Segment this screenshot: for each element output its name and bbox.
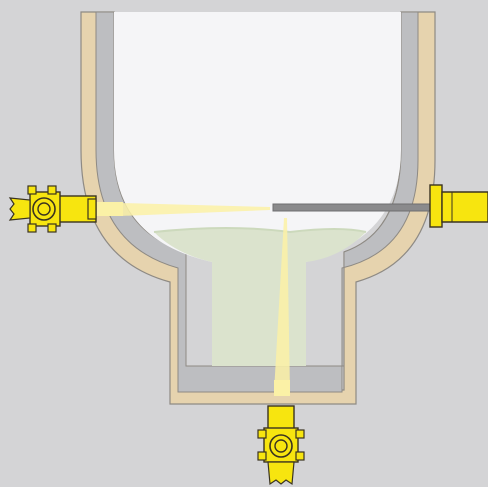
left-nozzle xyxy=(95,202,123,216)
bottom-sensor-ring-inner xyxy=(274,439,288,453)
bottom-sensor-nut-right-bottom xyxy=(295,451,305,461)
left-radiometric-sensor xyxy=(8,185,97,233)
bottom-sensor-nut-right-top xyxy=(295,429,305,439)
bottom-radiometric-sensor xyxy=(257,405,305,486)
left-sensor-beam xyxy=(120,203,270,216)
right-probe-rod xyxy=(272,203,434,212)
liquid-fill xyxy=(154,228,366,366)
left-sensor-cap xyxy=(87,198,97,220)
bottom-sensor-nut-left-top xyxy=(257,429,267,439)
right-probe-flange xyxy=(429,184,443,228)
vessel-wall xyxy=(95,11,419,393)
left-sensor-nut-bottom xyxy=(27,223,37,233)
vessel-interior xyxy=(114,12,401,366)
bottom-nozzle xyxy=(274,380,290,396)
bottom-sensor-gland xyxy=(267,461,295,486)
left-sensor-nut-top xyxy=(27,185,37,195)
right-probe-housing xyxy=(441,191,488,223)
left-sensor-gland xyxy=(8,197,31,221)
left-sensor-nut-bottom-2 xyxy=(47,223,57,233)
bottom-sensor-nut-left-bottom xyxy=(257,451,267,461)
bottom-sensor-beam xyxy=(274,218,290,392)
left-sensor-ring-inner xyxy=(37,202,51,216)
left-sensor-nut-top-2 xyxy=(47,185,57,195)
